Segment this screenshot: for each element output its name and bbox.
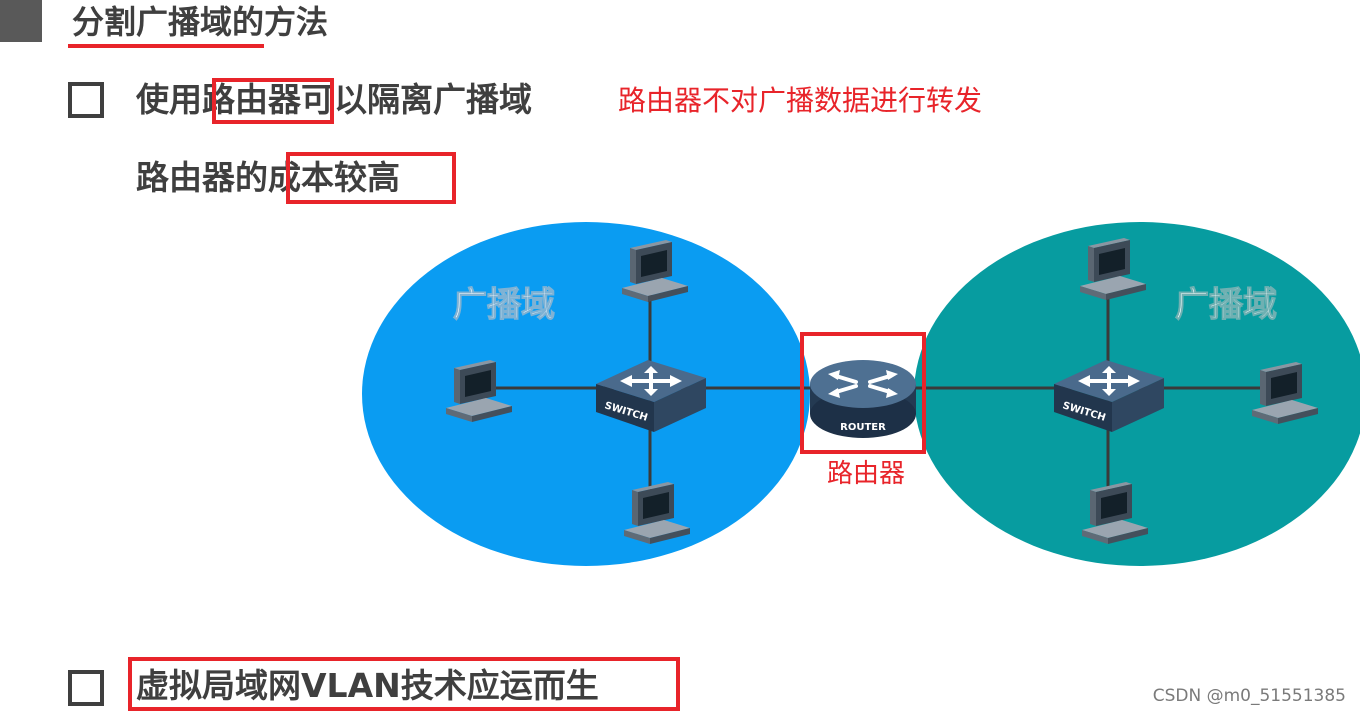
bullet-text-2: 路由器的成本较高	[136, 158, 400, 197]
title-underline	[68, 44, 264, 48]
right-switch: SWITCH	[1054, 360, 1164, 432]
bullet-checkbox-3	[68, 670, 104, 706]
right-domain-label: 广播域	[1175, 285, 1277, 325]
left-domain-label: 广播域	[453, 285, 555, 325]
router: ROUTER	[810, 360, 916, 438]
title-bullet-square	[0, 0, 42, 42]
router-highlight-box	[800, 332, 926, 454]
watermark: CSDN @m0_51551385	[1152, 686, 1346, 706]
highlight-box-router	[212, 78, 334, 124]
left-broadcast-domain	[362, 222, 810, 566]
left-switch: SWITCH	[596, 360, 706, 432]
router-caption: 路由器	[827, 459, 905, 489]
slide-title: 分割广播域的方法	[72, 3, 329, 41]
router-label: ROUTER	[840, 422, 886, 433]
highlight-box-cost	[286, 152, 456, 204]
bullet-text-3: 虚拟局域网VLAN技术应运而生	[136, 666, 599, 705]
highlight-box-vlan	[128, 657, 680, 711]
bullet-text-1: 使用路由器可以隔离广播域	[136, 80, 532, 119]
bullet-checkbox-1	[68, 82, 104, 118]
router-note: 路由器不对广播数据进行转发	[618, 84, 983, 117]
